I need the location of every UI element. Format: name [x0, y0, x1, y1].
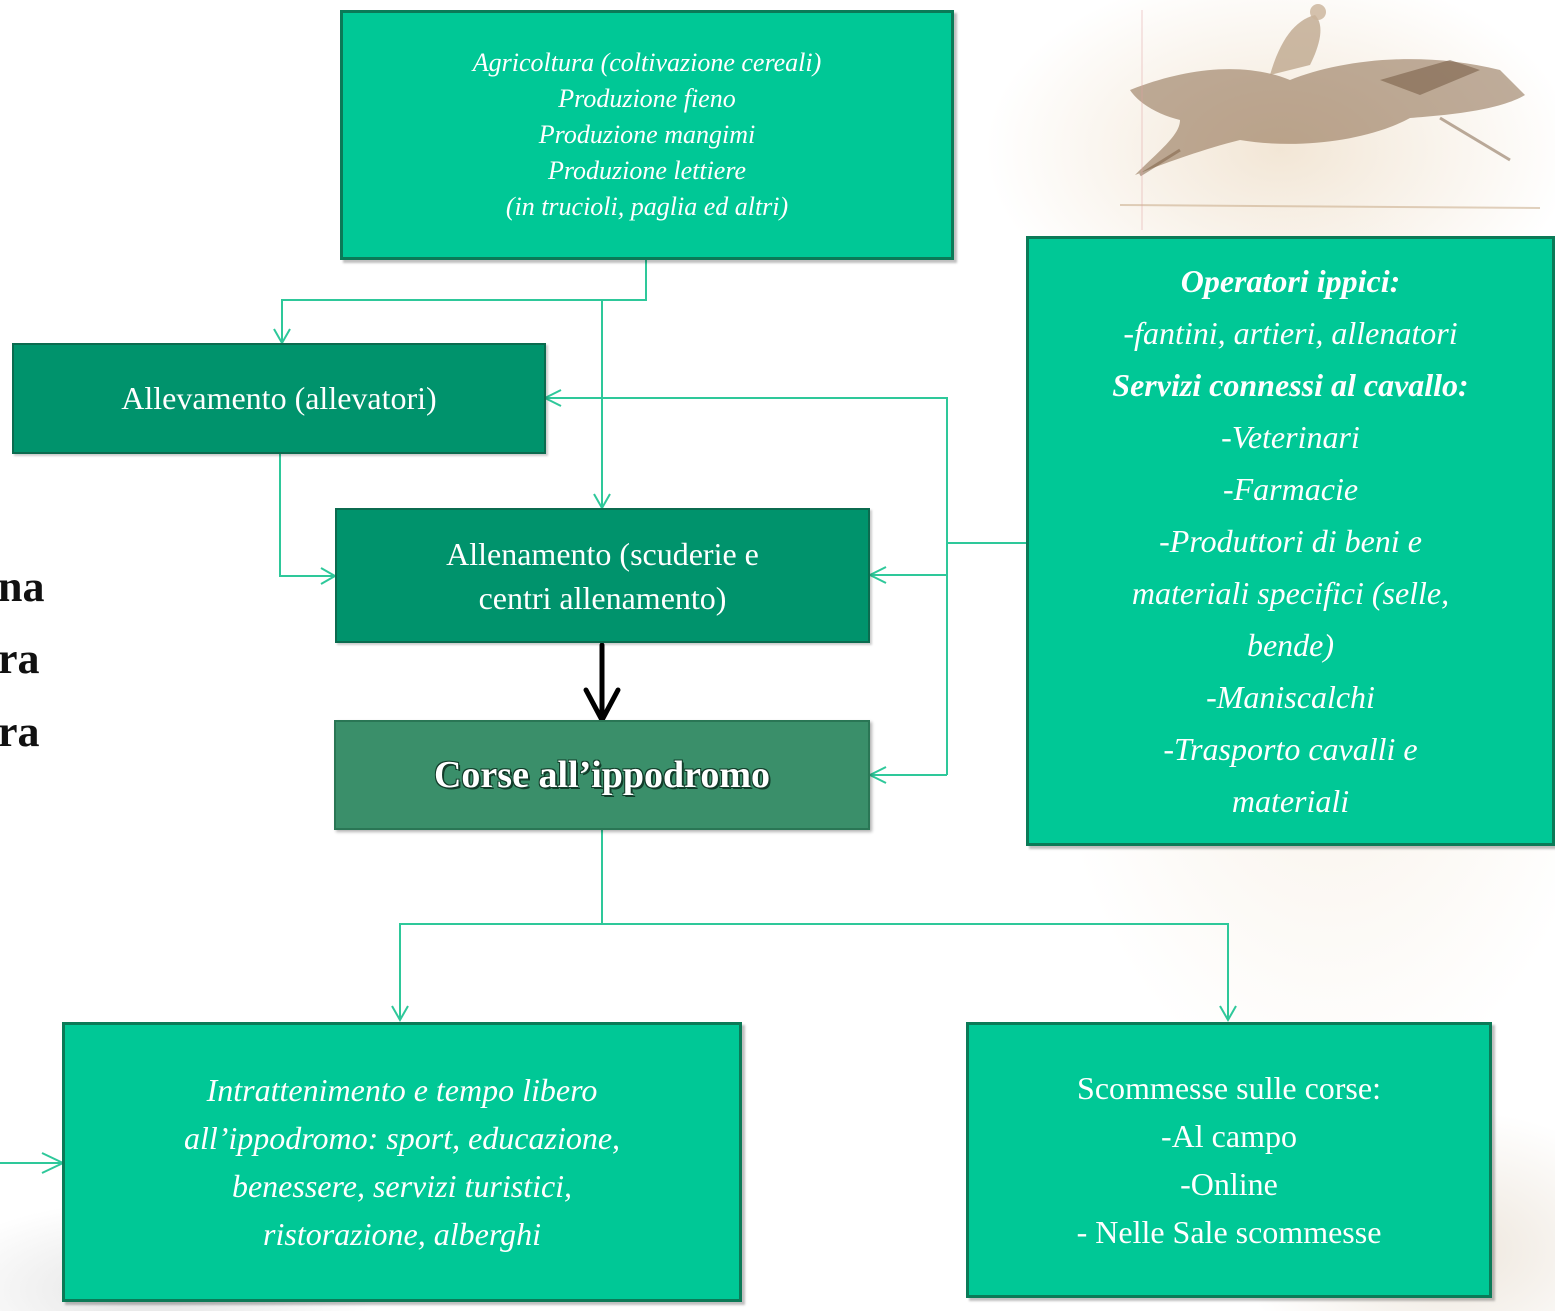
connector-operatori-allevamento: [545, 397, 948, 775]
operatori-heading: Operatori ippici:: [1180, 263, 1401, 299]
arrowhead-corse-right: [867, 766, 887, 784]
corse-label: Corse all’ippodromo: [433, 754, 771, 796]
arrowhead-allenamento-right: [867, 566, 887, 584]
cutoff-text-line-2: ra: [0, 634, 40, 683]
cutoff-text-line-3: ra: [0, 707, 40, 756]
intrattenimento-box: Intrattenimento e tempo libero all’ippod…: [62, 1022, 742, 1302]
scommesse-line-4: - Nelle Sale scommesse: [1076, 1214, 1382, 1250]
scommesse-box: Scommesse sulle corse: -Al campo -Online…: [966, 1022, 1492, 1298]
servizi-item-8: materiali: [1231, 783, 1350, 819]
scommesse-line-3: -Online: [1180, 1166, 1278, 1202]
agricoltura-line-5: (in trucioli, paglia ed altri): [505, 192, 789, 221]
arrowhead-scommesse-down: [1219, 1005, 1237, 1023]
servizi-item-6: -Maniscalchi: [1206, 679, 1375, 715]
agricoltura-line-4: Produzione lettiere: [547, 156, 747, 185]
operatori-box: Operatori ippici: -fantini, artieri, all…: [1026, 236, 1555, 846]
horse-illustration: [1120, 4, 1540, 230]
servizi-item-5: bende): [1246, 627, 1335, 663]
agricoltura-line-1: Agricoltura (coltivazione cereali): [472, 48, 822, 77]
allevamento-box: Allevamento (allevatori): [12, 343, 546, 454]
allenamento-line-1: Allenamento (scuderie e: [446, 535, 759, 572]
servizi-item-2: -Farmacie: [1222, 471, 1359, 507]
servizi-heading: Servizi connessi al cavallo:: [1112, 367, 1469, 403]
connector-agricoltura-split: [281, 258, 647, 343]
agricoltura-line-2: Produzione fieno: [558, 84, 736, 113]
allenamento-line-2: centri allenamento): [478, 579, 727, 616]
servizi-item-1: -Veterinari: [1221, 419, 1360, 455]
intrattenimento-line-2: all’ippodromo: sport, educazione,: [183, 1120, 621, 1156]
cutoff-text-line-1: na: [0, 562, 45, 611]
operatori-line-1: -fantini, artieri, allenatori: [1123, 315, 1458, 351]
allenamento-box: Allenamento (scuderie e centri allenamen…: [335, 508, 870, 643]
arrowhead-intrattenimento-down: [391, 1005, 409, 1023]
connector-corse-scommesse: [602, 923, 1229, 1020]
intrattenimento-line-1: Intrattenimento e tempo libero: [206, 1072, 598, 1108]
scommesse-line-1: Scommesse sulle corse:: [1077, 1070, 1381, 1106]
agricoltura-box: Agricoltura (coltivazione cereali) Produ…: [340, 10, 954, 260]
servizi-item-4: materiali specifici (selle,: [1131, 575, 1450, 611]
intrattenimento-line-4: ristorazione, alberghi: [263, 1216, 541, 1252]
intrattenimento-line-3: benessere, servizi turistici,: [231, 1168, 573, 1204]
allevamento-label: Allevamento (allevatori): [121, 380, 437, 416]
corse-box: Corse all’ippodromo: [334, 720, 870, 830]
scommesse-line-2: -Al campo: [1161, 1118, 1297, 1154]
connector-allevamento-allenamento: [279, 453, 335, 577]
servizi-item-7: -Trasporto cavalli e: [1163, 731, 1418, 767]
servizi-item-3: -Produttori di beni e: [1159, 523, 1422, 559]
connector-corse-split: [399, 830, 603, 1020]
agricoltura-line-3: Produzione mangimi: [538, 120, 756, 149]
